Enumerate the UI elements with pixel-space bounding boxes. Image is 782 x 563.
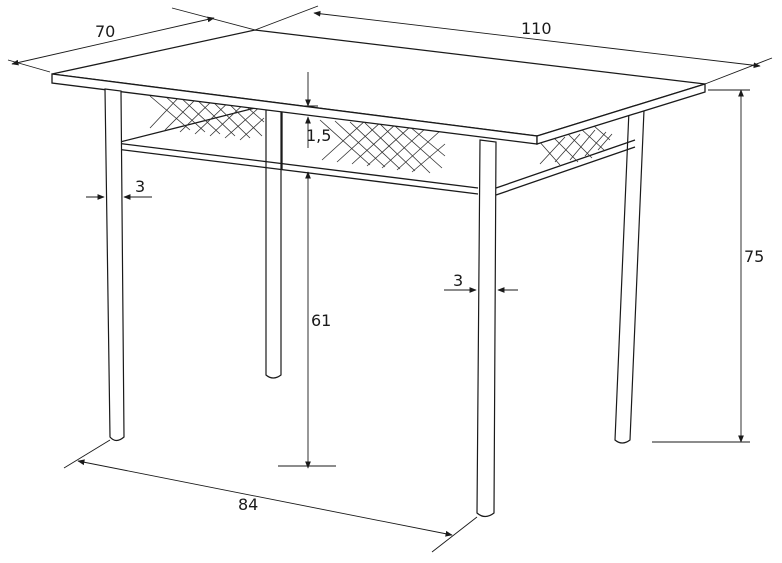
tabletop <box>51 29 706 145</box>
apron-frame <box>115 107 636 196</box>
dim-height-label: 75 <box>744 247 764 266</box>
dim-top-thickness-label: 1,5 <box>306 126 331 145</box>
dim-leg-left: 3 <box>86 177 152 200</box>
leg-front-right <box>476 139 497 518</box>
dim-width: 110 <box>254 5 773 85</box>
dim-width-label: 110 <box>521 19 552 38</box>
dim-under-frame-label: 61 <box>311 311 331 330</box>
dim-top-thickness: 1,5 <box>300 72 331 148</box>
leg-back-right <box>614 109 645 444</box>
dim-leg-right: 3 <box>444 271 518 293</box>
dim-leg-left-label: 3 <box>135 177 145 196</box>
dim-depth-label: 70 <box>95 22 115 41</box>
lattice-left <box>149 95 265 141</box>
lattice-center <box>319 119 446 174</box>
dim-leg-span-label: 84 <box>238 495 258 514</box>
leg-front-left <box>104 88 125 442</box>
dim-under-frame: 61 <box>278 171 336 469</box>
leg-back-left <box>265 109 282 379</box>
lattice-right <box>537 125 613 166</box>
dim-leg-right-label: 3 <box>453 271 463 290</box>
dim-depth: 70 <box>7 7 256 73</box>
dim-height: 75 <box>652 89 764 443</box>
dim-leg-span: 84 <box>63 439 478 553</box>
